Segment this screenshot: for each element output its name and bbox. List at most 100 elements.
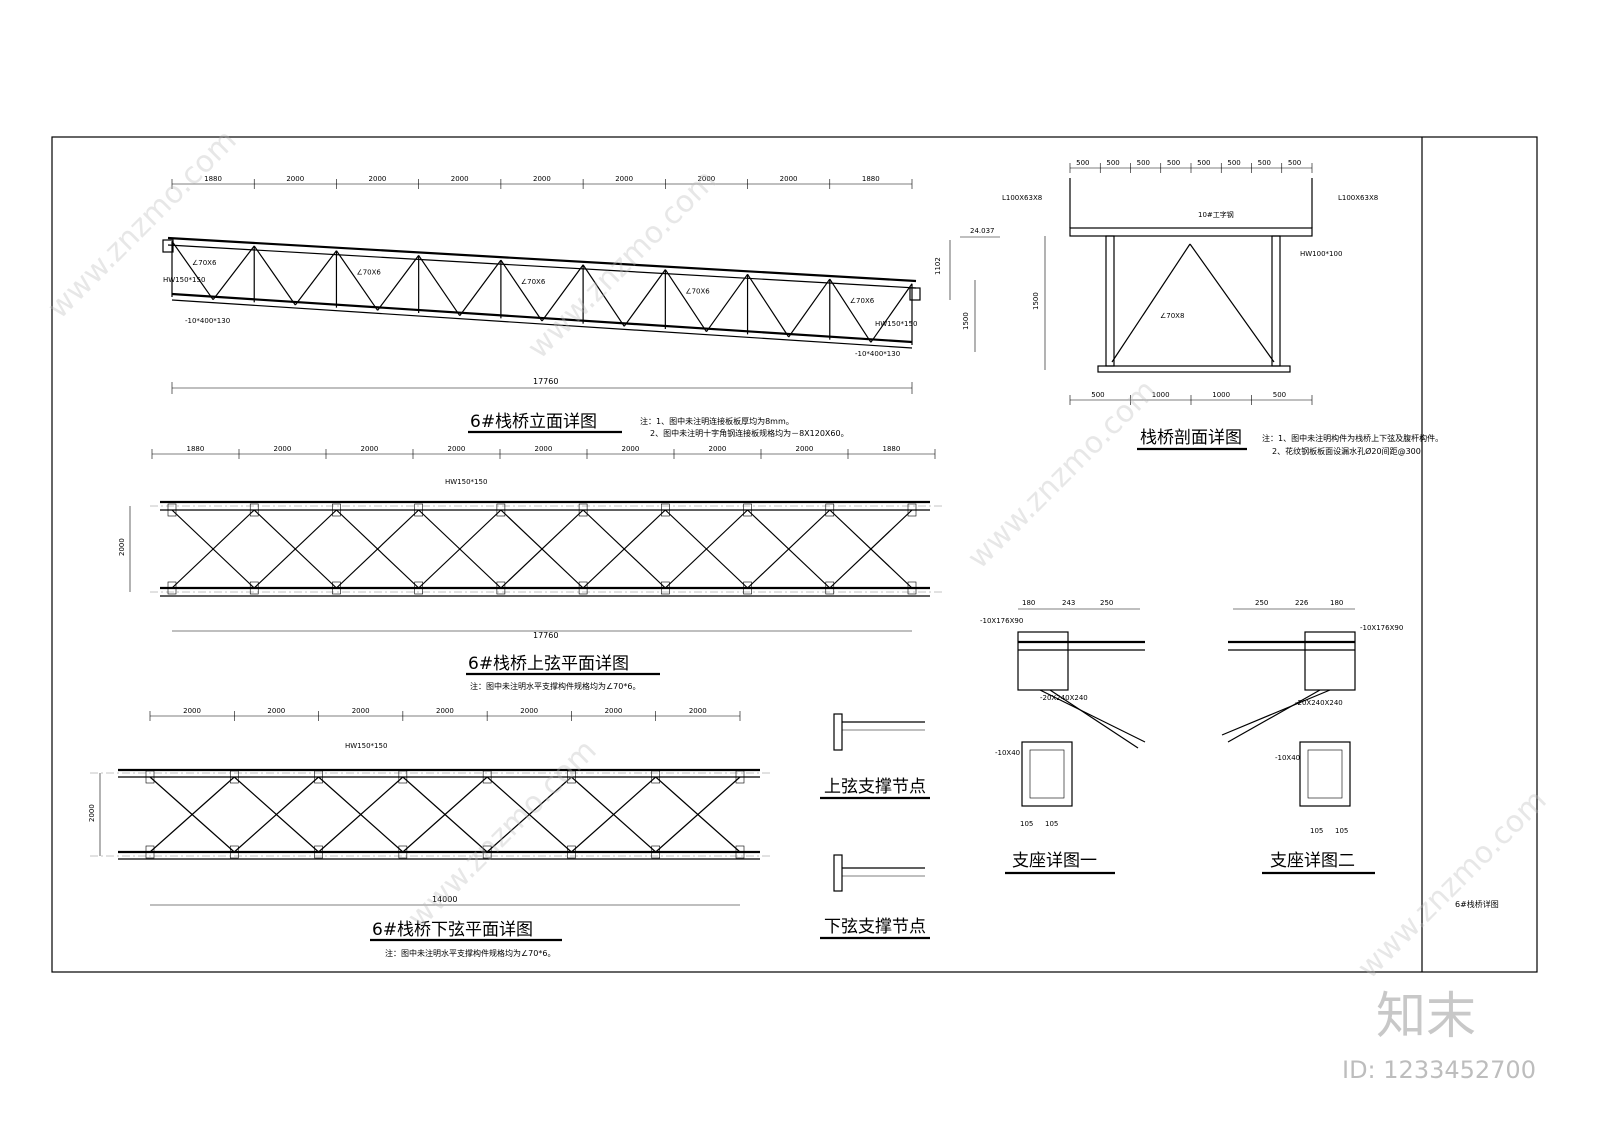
image-id: ID: 1233452700	[1342, 1056, 1536, 1084]
elev-dim-label: 2000	[369, 175, 387, 183]
top-plan-width: 2000	[118, 538, 126, 556]
section-angle-left: L100X63X8	[1002, 194, 1042, 202]
gusset-plate	[398, 770, 408, 784]
diagonal-member	[253, 245, 296, 306]
support2-low-2: 105	[1335, 827, 1348, 835]
diagonal-member	[541, 264, 584, 322]
elevation-total-dim: 17760	[533, 377, 558, 386]
top-plan-total: 17760	[533, 631, 558, 640]
top-plan-dim-label: 2000	[448, 445, 466, 453]
diagonal-member	[418, 255, 461, 317]
top-node-detail: 上弦支撑节点	[820, 713, 930, 800]
brace-diagonal	[747, 509, 831, 589]
diagonal-member	[747, 273, 790, 338]
sec-top-dim-label: 500	[1076, 159, 1089, 167]
gusset-plate	[249, 581, 259, 595]
diagonal-member	[335, 250, 379, 311]
elev-dim-label: 1880	[862, 175, 880, 183]
web-member-label: ∠70X6	[192, 259, 217, 267]
diagonal-member	[500, 259, 543, 322]
watermark-5: www.znzmo.com	[1351, 783, 1554, 986]
sec-bot-dim-label: 1000	[1152, 391, 1170, 399]
brace-diagonal	[402, 776, 488, 853]
elev-dim-label: 2000	[615, 175, 633, 183]
brace-diagonal	[233, 776, 319, 853]
elevation-height2: 1500	[962, 312, 970, 330]
support2-dim-0: 250	[1255, 599, 1268, 607]
gusset-plate	[145, 770, 155, 784]
bot-plan-dim-label: 2000	[183, 707, 201, 715]
support1-dim-1: 243	[1062, 599, 1075, 607]
sec-top-dim-label: 500	[1258, 159, 1271, 167]
bottom-plan-title: 6#栈桥下弦平面详图	[372, 920, 533, 940]
gusset-plate	[567, 845, 576, 859]
support2-plate2: -20X240X240	[1295, 699, 1343, 707]
gusset-plate	[825, 503, 835, 517]
member-label-plate-left: -10*400*130	[185, 317, 230, 325]
top-plan-member: HW150*150	[445, 478, 487, 486]
support2-title: 支座详图二	[1270, 851, 1355, 871]
support2-dim-2: 180	[1330, 599, 1343, 607]
gusset-plate	[229, 845, 239, 859]
support2-plate3: -10X40	[1275, 754, 1300, 762]
top-plan-dim-label: 2000	[535, 445, 553, 453]
support1-plate1: -10X176X90	[980, 617, 1023, 625]
sec-top-dim-label: 500	[1227, 159, 1240, 167]
bot-plan-dim-label: 2000	[520, 707, 538, 715]
gusset-plate	[332, 503, 341, 517]
brace-diagonal	[318, 776, 404, 853]
diagonal-member	[664, 269, 707, 332]
brace-diagonal	[253, 509, 337, 589]
section-brace-label: ∠70X8	[1160, 312, 1184, 320]
gusset-plate	[578, 581, 588, 595]
web-member-label: ∠70X6	[685, 288, 710, 296]
gusset-plate	[398, 845, 408, 859]
gusset-plate	[825, 581, 835, 595]
gusset-plate	[651, 770, 661, 784]
top-plan-note: 注：图中未注明水平支撑构件规格均为∠70*6。	[470, 681, 640, 691]
watermark-1: www.znzmo.com	[41, 123, 244, 326]
gusset-plate	[482, 845, 492, 859]
gusset-plate	[743, 581, 752, 595]
elev-dim-label: 2000	[533, 175, 551, 183]
section-post-label: HW100*100	[1300, 250, 1342, 258]
bot-plan-dim-label: 2000	[689, 707, 707, 715]
gusset-plate	[482, 770, 492, 784]
gusset-plate	[735, 770, 745, 784]
diagonal-member	[212, 245, 255, 301]
drawing-frame	[51, 136, 1538, 973]
support1-low-1: 105	[1020, 820, 1033, 828]
gusset-plate	[496, 581, 506, 595]
gusset-plate	[332, 581, 341, 595]
member-label-hw-right: HW150*150	[875, 320, 917, 328]
gusset-plate	[314, 845, 323, 859]
watermark-2: www.znzmo.com	[521, 163, 724, 366]
support-left	[162, 239, 174, 253]
brace-diagonal	[171, 509, 255, 589]
brace-diagonal	[664, 509, 748, 589]
support1-dim-0: 180	[1022, 599, 1035, 607]
web-member-label: ∠70X6	[356, 269, 381, 277]
top-plan-dim-label: 1880	[883, 445, 901, 453]
diagonal-member	[582, 264, 625, 327]
gusset-plate	[743, 503, 752, 517]
gusset-plate	[661, 503, 670, 517]
elevation-title: 6#栈桥立面详图	[470, 412, 597, 432]
bottom-node-title: 下弦支撑节点	[824, 917, 926, 937]
gusset-plate	[414, 581, 423, 595]
diagonal-member	[788, 278, 831, 338]
diagonal-member	[870, 283, 913, 343]
member-label-plate-right: -10*400*130	[855, 350, 900, 358]
sec-top-dim-label: 500	[1137, 159, 1150, 167]
elev-dim-label: 2000	[451, 175, 469, 183]
elev-dim-label: 2000	[780, 175, 798, 183]
top-plan-dim-label: 2000	[796, 445, 814, 453]
gusset-plate	[735, 845, 745, 859]
watermark-3: www.znzmo.com	[961, 373, 1164, 576]
gusset-plate	[567, 770, 576, 784]
gusset-plate	[907, 581, 917, 595]
sec-top-dim-label: 500	[1167, 159, 1180, 167]
bottom-plan-bracing	[145, 770, 745, 859]
gusset-plate	[651, 845, 661, 859]
